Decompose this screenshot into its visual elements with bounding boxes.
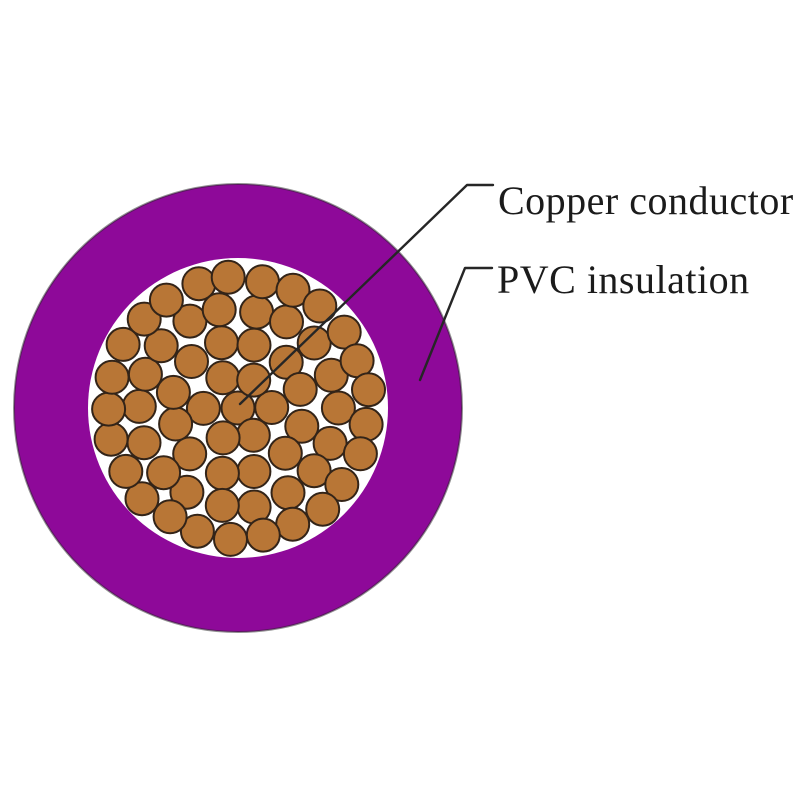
copper-strand <box>143 328 179 364</box>
copper-strand <box>236 454 272 489</box>
copper-strand <box>181 266 217 302</box>
copper-strand <box>239 294 275 330</box>
copper-strand <box>185 390 221 426</box>
copper-strand <box>158 406 194 442</box>
copper-strand <box>296 453 332 489</box>
copper-conductor-leader-line <box>238 183 495 406</box>
copper-strand <box>205 420 241 456</box>
copper-strands <box>91 259 386 557</box>
copper-strand <box>146 455 182 491</box>
copper-strand <box>201 292 237 328</box>
copper-strand <box>270 475 306 511</box>
copper-strand <box>148 282 184 318</box>
copper-strand <box>155 374 191 410</box>
copper-strand <box>326 314 362 350</box>
copper-strand <box>268 344 304 380</box>
copper-strand <box>236 327 272 363</box>
pvc-insulation-leader-line <box>418 266 494 382</box>
copper-strand <box>205 360 241 396</box>
copper-strand <box>210 259 246 295</box>
copper-strand <box>172 436 208 472</box>
copper-strand <box>204 455 240 491</box>
copper-strand <box>174 344 209 379</box>
copper-strand <box>284 408 320 444</box>
copper-strand <box>126 301 162 337</box>
copper-strand <box>91 391 127 427</box>
copper-strand <box>282 371 318 407</box>
copper-strand <box>126 425 162 461</box>
copper-strand <box>302 288 338 324</box>
pvc-insulation-label: PVC insulation <box>497 257 750 302</box>
copper-strand <box>342 436 378 472</box>
copper-strand <box>121 388 157 424</box>
copper-strand <box>204 487 240 523</box>
copper-strand <box>348 406 384 442</box>
copper-strand <box>324 467 360 502</box>
copper-strand <box>351 372 386 408</box>
copper-strand <box>269 304 304 340</box>
copper-strand <box>108 453 144 489</box>
copper-strand <box>179 513 215 549</box>
copper-strand <box>105 326 141 362</box>
copper-strand <box>169 474 205 510</box>
copper-strand <box>152 499 188 535</box>
copper-strand <box>245 517 281 553</box>
copper-strand <box>275 272 311 308</box>
copper-strand <box>213 521 248 557</box>
copper-conductor-label: Copper conductor <box>498 178 794 223</box>
copper-strand <box>320 390 356 426</box>
copper-strand <box>124 481 160 517</box>
copper-strand <box>93 421 129 457</box>
copper-strand <box>267 435 303 471</box>
copper-strand <box>275 506 311 542</box>
copper-strand <box>305 491 341 527</box>
copper-strand <box>254 390 290 425</box>
copper-strand <box>235 417 271 453</box>
copper-strand <box>245 264 280 300</box>
copper-strand <box>204 325 239 361</box>
copper-strand <box>236 362 272 398</box>
copper-strand <box>94 359 130 395</box>
